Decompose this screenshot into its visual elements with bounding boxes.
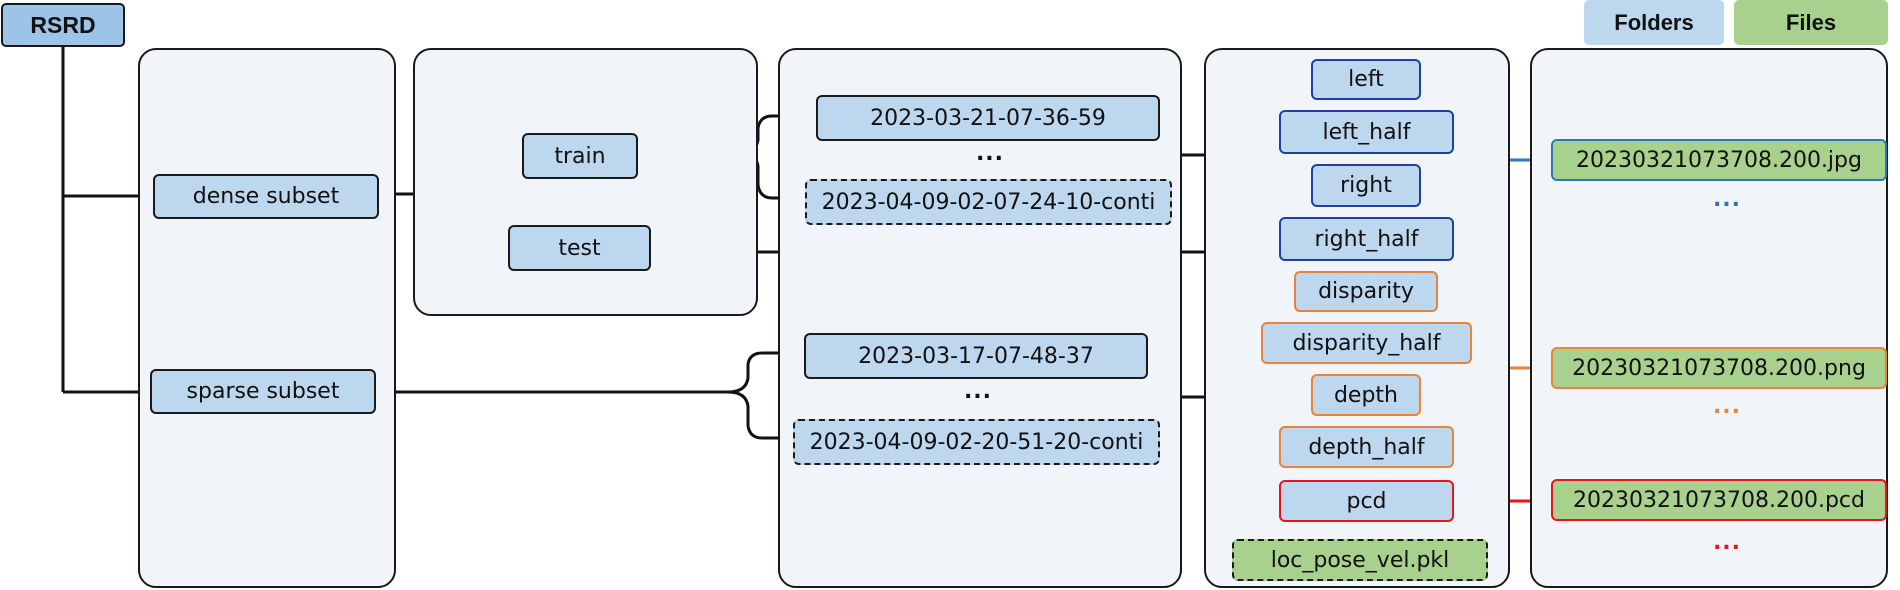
pcd-folder: pcd [1279,480,1454,522]
train-folder: train [522,133,638,179]
dense-sequence-ellipsis: ... [975,141,1005,166]
png-file: 20230321073708.200.png [1551,347,1887,389]
dense-sequence-last: 2023-04-09-02-07-24-10-conti [805,179,1172,225]
disparity-folder: disparity [1294,271,1438,312]
right-folder: right [1311,164,1421,207]
sparse-sequence-last: 2023-04-09-02-20-51-20-conti [793,419,1160,465]
legend-files: Files [1734,0,1888,45]
sparse-subset-folder: sparse subset [150,369,376,414]
left-folder: left [1311,59,1421,100]
depth-folder: depth [1311,374,1421,416]
arrow-sparse-to-first-seq [727,348,799,394]
panel-subsets [138,48,396,588]
pcd-file-ellipsis: ... [1712,530,1742,555]
depth-half-folder: depth_half [1279,426,1454,468]
dense-sequence-first: 2023-03-21-07-36-59 [816,95,1160,141]
png-file-ellipsis: ... [1712,394,1742,419]
dense-subset-folder: dense subset [153,174,379,219]
left-half-folder: left_half [1279,110,1454,154]
sparse-sequence-first: 2023-03-17-07-48-37 [804,333,1148,379]
pcd-file: 20230321073708.200.pcd [1551,479,1887,521]
arrow-sparse-to-last-seq [727,390,788,443]
panel-splits [413,48,758,316]
test-folder: test [508,225,651,271]
sparse-sequence-ellipsis: ... [963,379,993,404]
right-half-folder: right_half [1279,217,1454,261]
loc-pose-vel-file: loc_pose_vel.pkl [1232,539,1488,581]
root-node: RSRD [1,3,125,47]
jpg-file: 20230321073708.200.jpg [1551,139,1887,181]
legend-folders: Folders [1584,0,1724,45]
disparity-half-folder: disparity_half [1261,322,1472,364]
jpg-file-ellipsis: ... [1712,187,1742,212]
